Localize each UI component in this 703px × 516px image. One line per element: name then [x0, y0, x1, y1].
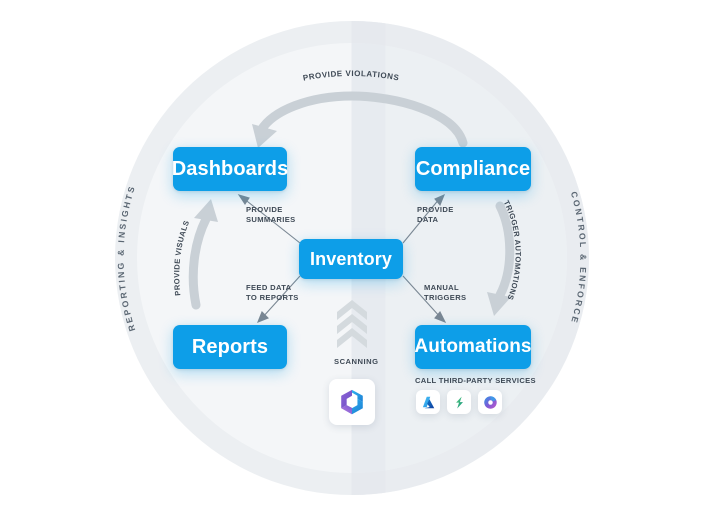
copilot-icon — [483, 395, 497, 409]
node-compliance-label: Compliance — [415, 157, 531, 180]
label-feed-data-to-reports: FEED DATA TO REPORTS — [246, 283, 299, 302]
node-dashboards-label: Dashboards — [171, 157, 289, 180]
node-automations-label: Automations — [414, 336, 532, 357]
arrow-trigger-automations — [487, 201, 515, 316]
azure-icon — [422, 396, 434, 408]
label-scanning: SCANNING — [334, 357, 379, 366]
power-automate-icon — [455, 396, 463, 408]
node-inventory-label: Inventory — [310, 248, 392, 269]
label-provide-summaries: PROVIDE SUMMARIES — [246, 205, 296, 224]
arrow-provide-visuals — [188, 199, 218, 310]
label-provide-data: PROVIDE DATA — [417, 205, 454, 224]
node-reports-label: Reports — [191, 335, 269, 358]
node-dashboards[interactable]: Dashboards — [171, 147, 289, 191]
scanning-chevrons — [337, 300, 367, 348]
node-automations[interactable]: Automations — [414, 325, 532, 369]
node-inventory[interactable]: Inventory — [299, 239, 403, 279]
azure-logo-tile — [416, 390, 440, 414]
microsoft-365-logo-tile — [329, 379, 375, 425]
label-manual-triggers: MANUAL TRIGGERS — [424, 283, 467, 302]
label-call-third-party-services: CALL THIRD-PARTY SERVICES — [415, 376, 536, 385]
inventory-connector-arrows — [237, 193, 447, 324]
node-reports[interactable]: Reports — [173, 325, 287, 369]
microsoft-365-icon — [341, 389, 363, 415]
arrow-provide-violations — [252, 91, 468, 148]
copilot-logo-tile — [478, 390, 502, 414]
node-compliance[interactable]: Compliance — [415, 147, 531, 191]
power-automate-logo-tile — [447, 390, 471, 414]
